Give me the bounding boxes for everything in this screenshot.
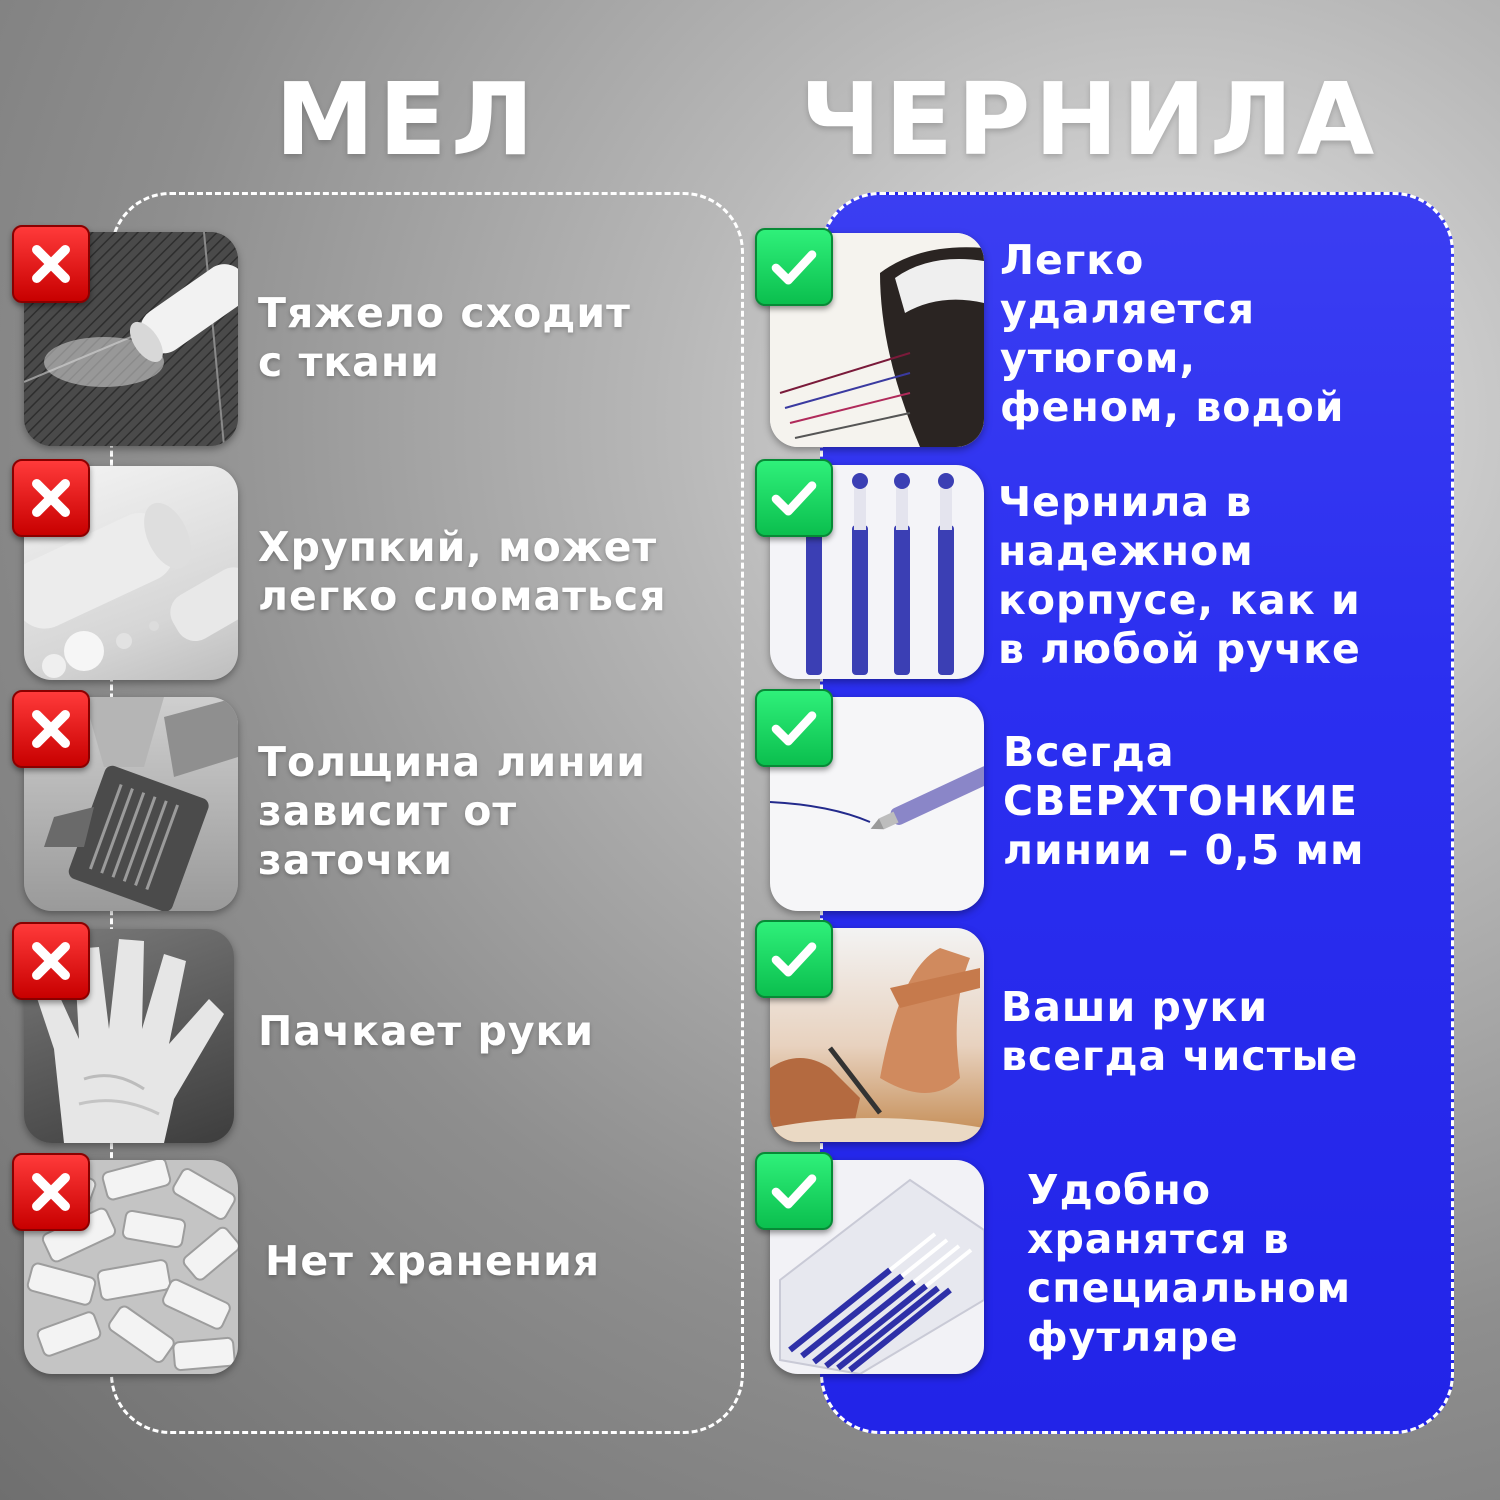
ink-item-1-text: Легко удаляется утюгом, феном, водой xyxy=(1000,236,1345,431)
chalk-item-4-text: Пачкает руки xyxy=(258,1007,595,1055)
chalk-title: МЕЛ xyxy=(275,61,538,178)
ink-item-4-text: Ваши руки всегда чистые xyxy=(1001,983,1359,1080)
check-icon xyxy=(755,920,833,998)
cross-icon xyxy=(12,459,90,537)
check-icon xyxy=(755,689,833,767)
iron-erasing-lines-photo xyxy=(770,233,984,447)
pen-refills-photo xyxy=(770,465,984,679)
chalk-pile-photo xyxy=(24,1160,238,1374)
chalk-sharpener-photo xyxy=(24,697,238,911)
ink-item-5-text: Удобно хранятся в специальном футляре xyxy=(1027,1166,1352,1361)
ink-item-2-text: Чернила в надежном корпусе, как и в любо… xyxy=(998,478,1361,673)
ink-title: ЧЕРНИЛА xyxy=(800,61,1379,178)
ink-item-3-text: Всегда СВЕРХТОНКИЕ линии – 0,5 мм xyxy=(1003,728,1365,874)
chalk-item-3-text: Толщина линии зависит от заточки xyxy=(258,738,647,884)
cross-icon xyxy=(12,1153,90,1231)
chalk-item-2-text: Хрупкий, может легко сломаться xyxy=(258,523,667,620)
cross-icon xyxy=(12,225,90,303)
cross-icon xyxy=(12,922,90,1000)
refill-case-photo xyxy=(770,1160,984,1374)
check-icon xyxy=(755,1152,833,1230)
chalk-item-5-text: Нет хранения xyxy=(265,1237,601,1285)
chalk-item-1-text: Тяжело сходит с ткани xyxy=(258,289,631,386)
check-icon xyxy=(755,459,833,537)
check-icon xyxy=(755,228,833,306)
cross-icon xyxy=(12,690,90,768)
